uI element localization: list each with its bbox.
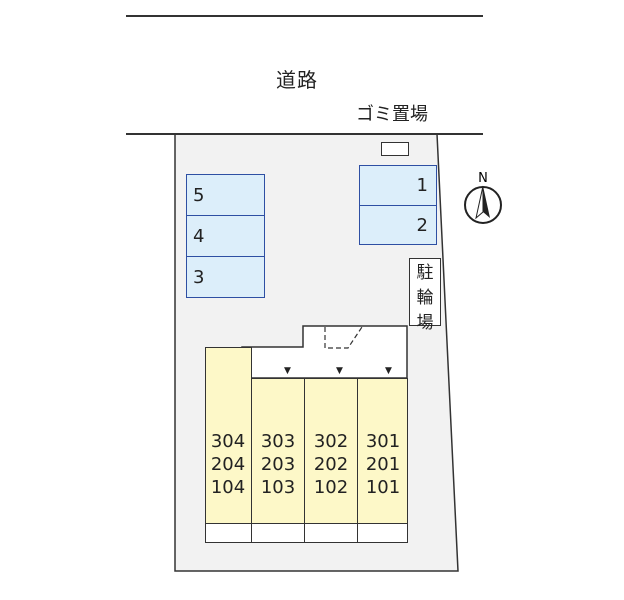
parking-space-1: 1: [359, 165, 437, 206]
bike-parking-char: 駐: [416, 263, 434, 283]
parking-number: 5: [193, 184, 205, 206]
room-number: 104: [210, 477, 246, 498]
unit-numbers: 303 203 103: [253, 430, 303, 499]
parking-space-4: 4: [186, 215, 265, 257]
room-number: 301: [365, 431, 401, 452]
room-number: 202: [313, 454, 349, 475]
unit-numbers: 302 202 102: [306, 430, 356, 499]
trash-label: ゴミ置場: [356, 104, 428, 125]
compass-label: N: [478, 171, 488, 186]
room-number: 303: [260, 431, 296, 452]
room-number: 201: [365, 454, 401, 475]
unit-balcony: [251, 523, 305, 543]
parking-space-2: 2: [359, 205, 437, 245]
unit-numbers: 304 204 104: [203, 430, 253, 499]
north-compass-icon: N: [464, 171, 502, 224]
bike-parking: 駐 輪 場: [409, 258, 441, 333]
unit-numbers: 301 201 101: [358, 430, 408, 499]
unit-column-303: [251, 378, 305, 524]
entrance-arrow-down-icon: ▼: [385, 366, 392, 376]
parking-number: 1: [416, 175, 428, 196]
entrance-arrow-down-icon: ▼: [284, 366, 291, 376]
bike-parking-char: 場: [416, 313, 434, 333]
room-number: 102: [313, 477, 349, 498]
unit-balcony: [205, 523, 252, 543]
unit-balcony: [304, 523, 358, 543]
room-number: 304: [210, 431, 246, 452]
entrance-dashed: [324, 326, 363, 349]
road-line-bottom: [126, 133, 483, 135]
parking-number: 2: [416, 214, 428, 236]
room-number: 101: [365, 477, 401, 498]
parking-number: 3: [193, 266, 205, 288]
room-number: 204: [210, 454, 246, 475]
parking-space-3: 3: [186, 256, 265, 298]
entrance-arrow-down-icon: ▼: [336, 366, 343, 376]
road-label: 道路: [276, 68, 318, 92]
room-number: 103: [260, 477, 296, 498]
room-number: 302: [313, 431, 349, 452]
road-line-top: [126, 15, 483, 17]
trash-box: [381, 142, 409, 156]
parking-number: 4: [193, 225, 205, 247]
room-number: 203: [260, 454, 296, 475]
unit-column-301: [357, 378, 408, 524]
bike-parking-char: 輪: [416, 288, 434, 308]
unit-balcony: [357, 523, 408, 543]
parking-space-5: 5: [186, 174, 265, 216]
